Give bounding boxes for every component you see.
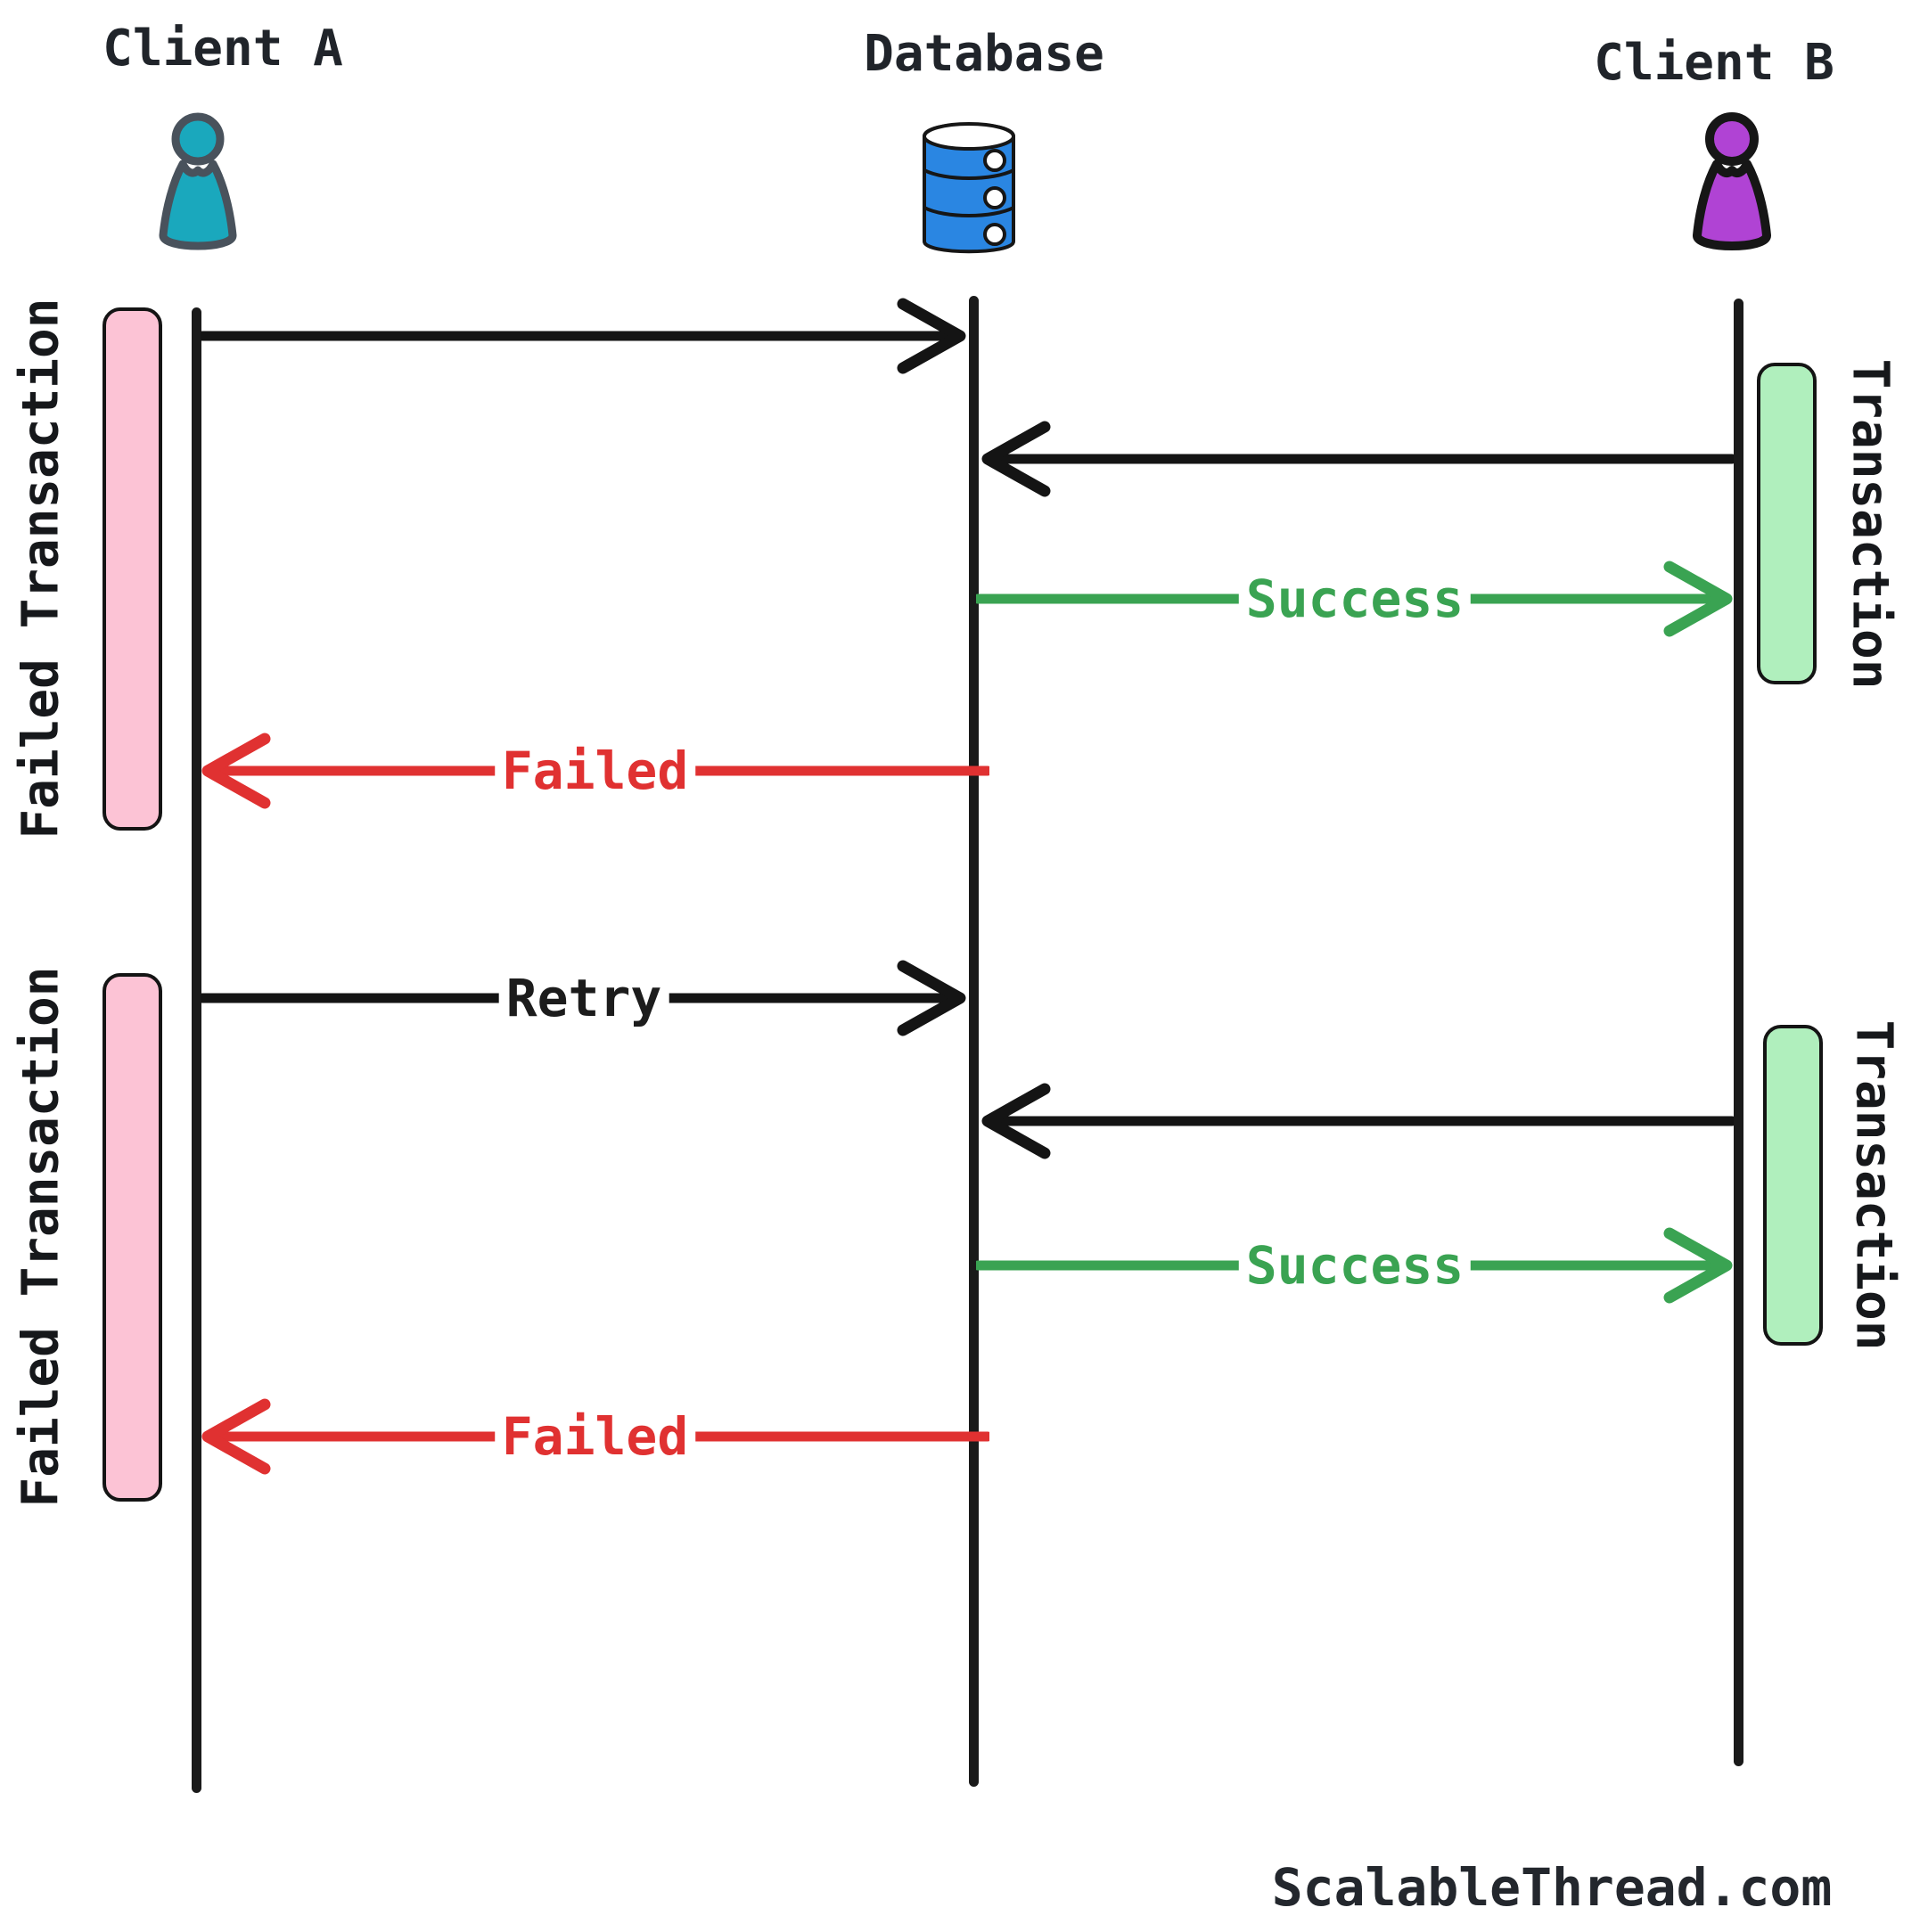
person-icon [1693,112,1771,250]
actor-title-database: Database [864,25,1104,83]
note-label-failed-transaction-1: Failed Transaction [12,298,70,839]
person-icon [159,112,237,250]
message-arrow-clientb-to-db-1 [980,414,1734,503]
note-transaction-1 [1757,363,1817,684]
message-arrow-clienta-to-db-1 [201,291,967,381]
message-arrow-db-to-clienta-failed-2: Failed [201,1392,989,1481]
note-failed-transaction-2 [103,973,162,1502]
message-arrow-clienta-to-db-retry: Retry [201,954,967,1043]
actor-title-client-a: Client A [103,20,343,78]
note-failed-transaction-1 [103,307,162,831]
note-transaction-2 [1763,1025,1823,1346]
note-label-failed-transaction-2: Failed Transaction [12,966,70,1508]
message-arrow-db-to-clientb-success-2: Success [976,1221,1734,1310]
message-arrow-db-to-clientb-success-1: Success [976,554,1734,643]
database-icon [923,122,1015,254]
watermark: ScalableThread.com [1271,1857,1833,1918]
lifeline-client-a [192,307,201,1793]
actor-title-client-b: Client B [1594,34,1834,92]
message-label-retry: Retry [498,968,669,1028]
message-label-success-1: Success [1238,569,1472,629]
message-label-failed-2: Failed [494,1406,696,1467]
message-arrow-clientb-to-db-2 [980,1077,1734,1166]
lifeline-database [969,296,979,1787]
note-label-transaction-2: Transaction [1844,1019,1903,1351]
note-label-transaction-1: Transaction [1841,358,1899,690]
message-label-failed-1: Failed [494,741,696,801]
message-label-success-2: Success [1238,1235,1472,1296]
lifeline-client-b [1734,299,1743,1766]
message-arrow-db-to-clienta-failed-1: Failed [201,726,989,815]
